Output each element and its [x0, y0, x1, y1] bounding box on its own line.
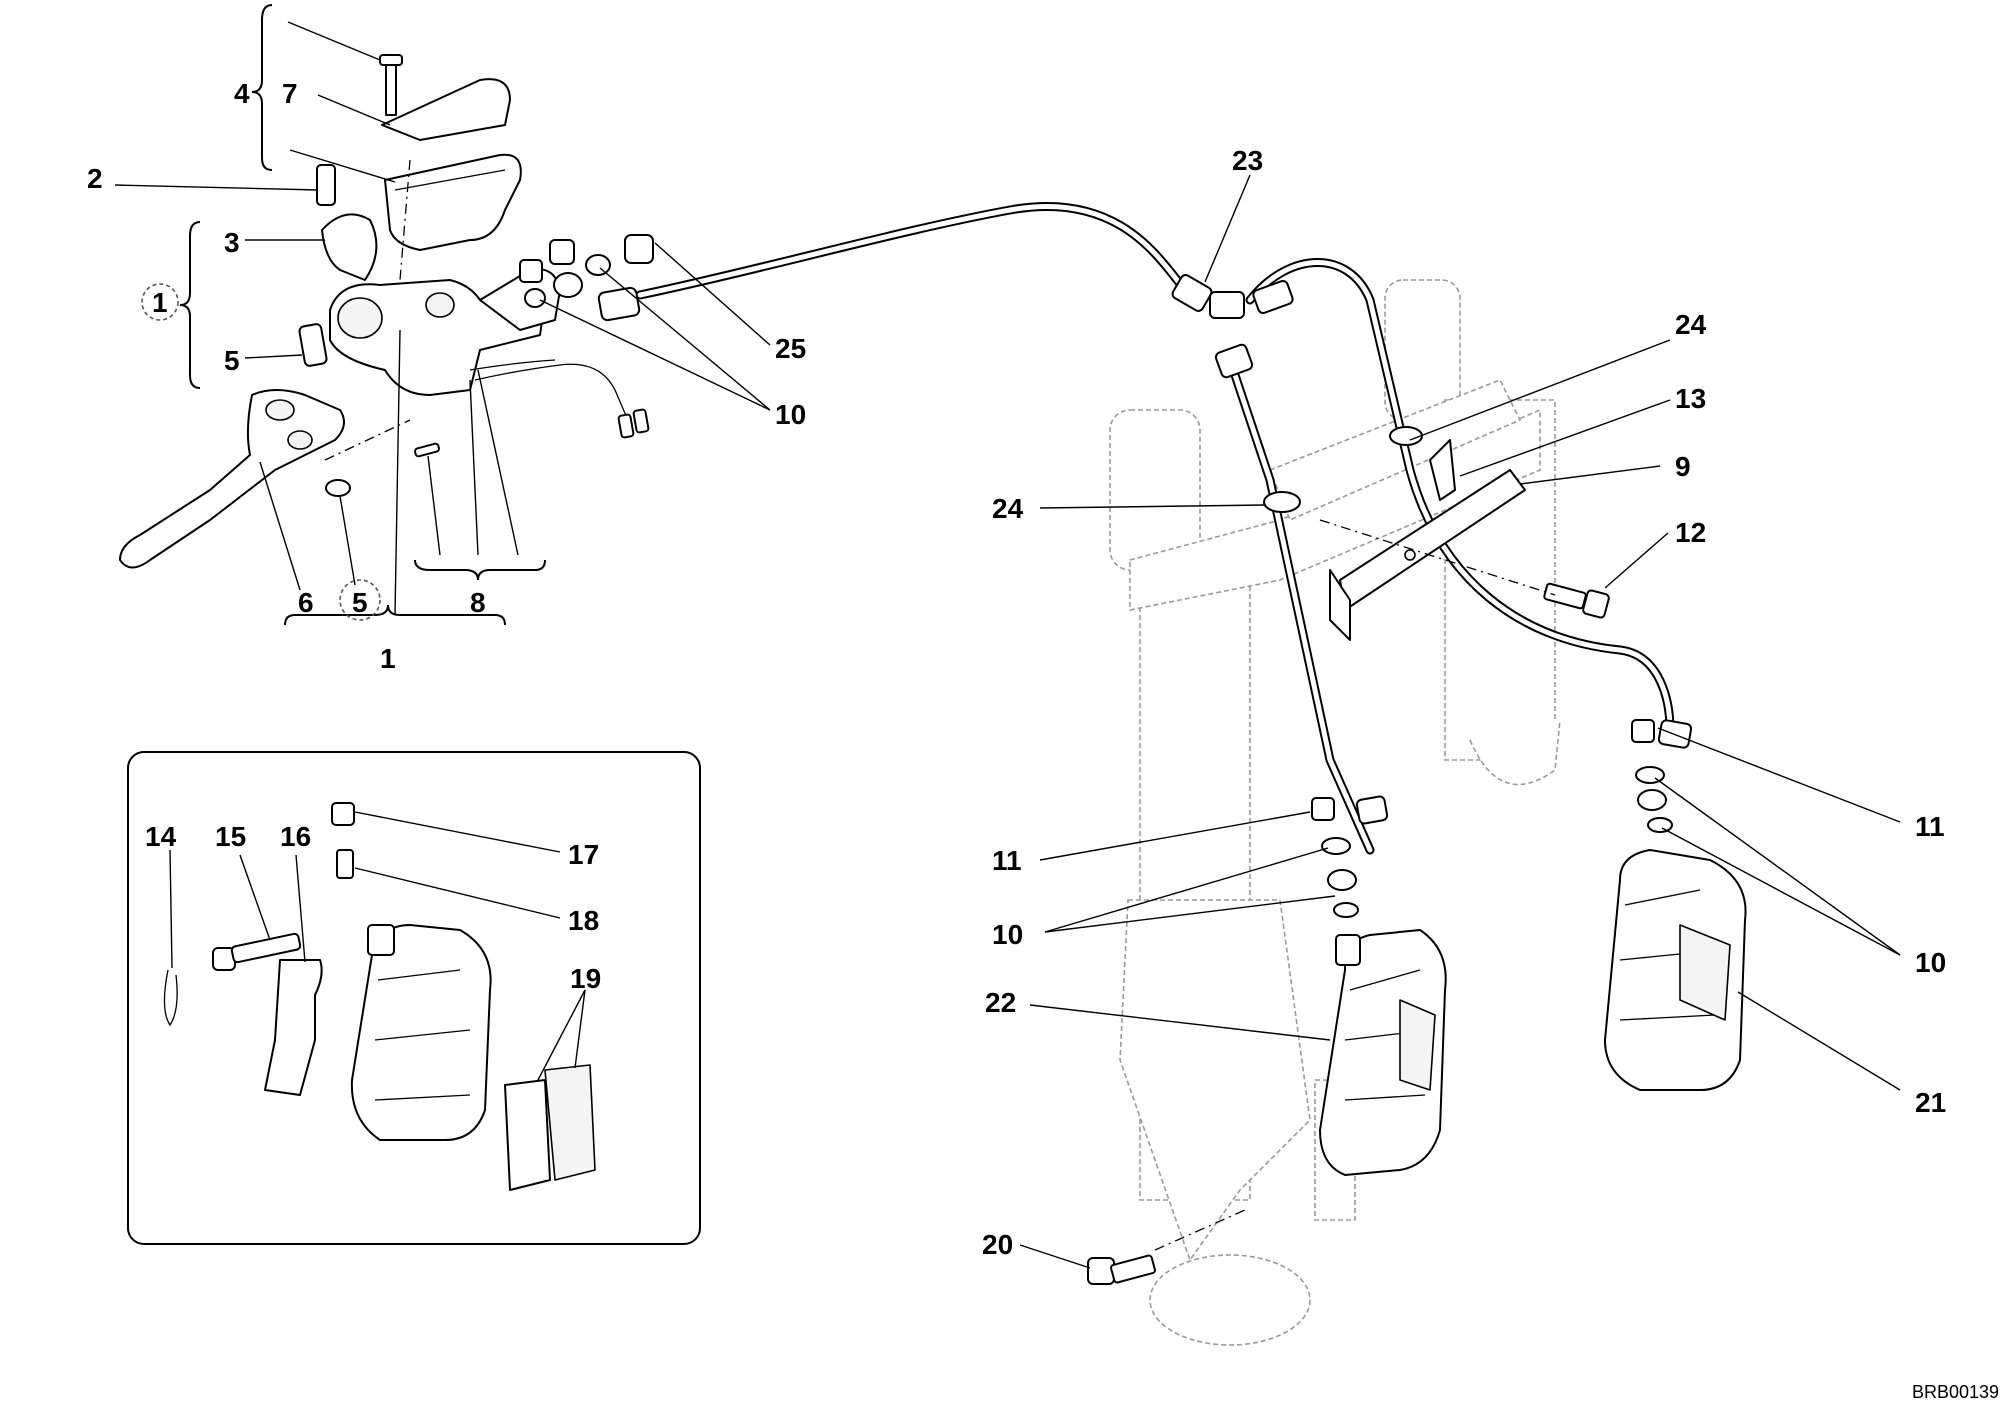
callout-10-right: 10 — [1915, 947, 1946, 978]
bolt-12 — [1319, 519, 1610, 619]
callout-4: 4 — [234, 78, 250, 109]
callout-9: 9 — [1675, 451, 1691, 482]
callout-10-left: 10 — [992, 919, 1023, 950]
callout-1-circled: 1 — [152, 287, 168, 318]
callout-15: 15 — [215, 821, 246, 852]
callout-5-circled: 5 — [352, 587, 368, 618]
callout-16: 16 — [280, 821, 311, 852]
caliper-banjo-fittings — [1311, 719, 1693, 918]
callout-23: 23 — [1232, 145, 1263, 176]
hose-bracket-9 — [1329, 469, 1526, 641]
callout-11-right: 11 — [1915, 811, 1945, 842]
grommet-24-right — [1389, 426, 1423, 446]
caliper-inset-panel — [127, 751, 701, 1245]
callout-19: 19 — [570, 963, 601, 994]
callout-14: 14 — [145, 821, 177, 852]
callout-labels: 4 7 2 3 1 5 6 5 8 1 25 10 23 24 13 9 24 … — [87, 78, 1946, 1260]
callout-24-right: 24 — [1675, 309, 1707, 340]
callout-18: 18 — [568, 905, 599, 936]
callout-25: 25 — [775, 333, 806, 364]
callout-13: 13 — [1675, 383, 1706, 414]
leader-lines — [114, 4, 1901, 1269]
bolt-20 — [1087, 1209, 1246, 1285]
left-brake-caliper-22 — [1319, 929, 1447, 1176]
callout-6: 6 — [298, 587, 314, 618]
drawing-code: BRB00139 — [1912, 1382, 1999, 1402]
callout-8: 8 — [470, 587, 486, 618]
callout-3: 3 — [224, 227, 240, 258]
hose-clip-13 — [1429, 439, 1456, 501]
callout-22: 22 — [985, 987, 1016, 1018]
callout-24-left: 24 — [992, 493, 1024, 524]
right-brake-caliper-21 — [1604, 849, 1747, 1091]
callout-5: 5 — [224, 345, 240, 376]
callout-2: 2 — [87, 163, 103, 194]
brake-hoses — [635, 201, 1675, 855]
hose-t-fitting — [1171, 274, 1294, 379]
callout-10-top: 10 — [775, 399, 806, 430]
callout-20: 20 — [982, 1229, 1013, 1260]
callout-12: 12 — [1675, 517, 1706, 548]
callout-7: 7 — [282, 78, 298, 109]
callout-1: 1 — [380, 643, 396, 674]
master-cylinder-assembly — [119, 54, 654, 569]
callout-11-left: 11 — [992, 845, 1022, 876]
callout-21: 21 — [1915, 1087, 1946, 1118]
grommet-24-left — [1263, 491, 1301, 513]
callout-17: 17 — [568, 839, 599, 870]
